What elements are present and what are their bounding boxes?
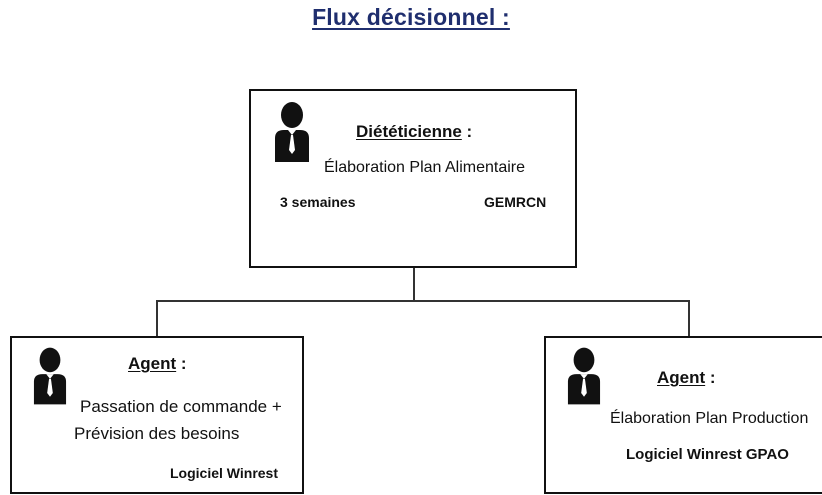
dietitian-reference: GEMRCN [484,194,547,210]
agent-ordering-task-line2: Prévision des besoins [74,424,240,443]
person-icon [567,347,601,405]
dietitian-role-label: Diététicienne : [356,122,473,141]
agent-ordering-role-label: Agent : [128,354,187,373]
person-icon [274,102,310,162]
person-icon [33,347,67,405]
agent-production-task: Élaboration Plan Production [610,410,809,427]
connector-vertical-left [156,300,158,337]
agent-production-role-label: Agent : [657,368,716,387]
dietitian-box: Diététicienne : Élaboration Plan Aliment… [249,89,577,268]
dietitian-task: Élaboration Plan Alimentaire [324,159,526,176]
dietitian-duration: 3 semaines [280,194,356,210]
agent-production-software: Logiciel Winrest GPAO [626,446,789,463]
agent-ordering-software: Logiciel Winrest [170,465,279,481]
connector-horizontal [156,300,689,302]
agent-production-box: Agent : Élaboration Plan Production Logi… [544,336,822,494]
agent-ordering-task-line1: Passation de commande + [80,397,282,416]
connector-vertical-top [413,266,415,301]
diagram-title: Flux décisionnel : [312,4,510,30]
connector-vertical-right [688,300,690,337]
agent-ordering-box: Agent : Passation de commande + Prévisio… [10,336,304,494]
